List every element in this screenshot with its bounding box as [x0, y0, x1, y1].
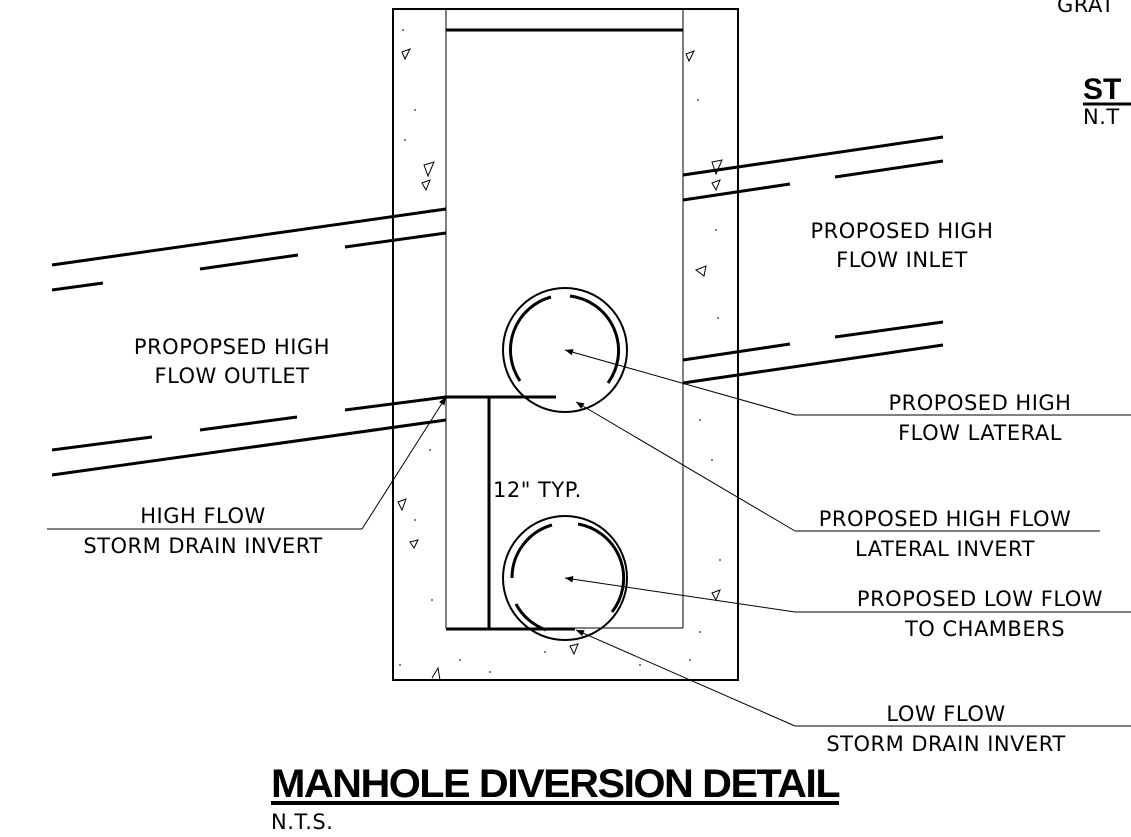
- high-flow-lower-left-pipe: [51, 395, 447, 477]
- leader-lateral-invert: [575, 401, 796, 532]
- corner-title-text: ST: [1083, 73, 1121, 106]
- lateral-invert-label-line2: LATERAL INVERT: [855, 537, 1035, 561]
- low-invert-label-line1: LOW FLOW: [886, 702, 1005, 726]
- leader-high-flow-lateral: [564, 349, 796, 416]
- low-chambers-label-line2: TO CHAMBERS: [904, 617, 1065, 641]
- high-flow-lateral-pipe: [502, 287, 628, 413]
- lateral-invert-label-line1: PROPOSED HIGH FLOW: [819, 507, 1071, 531]
- high-flow-inlet-pipe: [682, 135, 944, 202]
- manhole-outer-wall: [392, 8, 739, 681]
- outlet-label-line2: FLOW OUTLET: [154, 364, 309, 388]
- inlet-label-line1: PROPOSED HIGH: [811, 219, 994, 243]
- high-flow-right-pipe: [682, 320, 944, 385]
- concrete-speckle: [397, 29, 723, 681]
- high-invert-label-line2: STORM DRAIN INVERT: [83, 534, 322, 558]
- low-invert-label-line2: STORM DRAIN INVERT: [826, 732, 1065, 756]
- leader-low-flow-invert: [575, 629, 796, 727]
- detail-title: MANHOLE DIVERSION DETAIL: [271, 762, 840, 806]
- lateral-label-line1: PROPOSED HIGH: [889, 391, 1072, 415]
- inlet-label-line2: FLOW INLET: [836, 248, 968, 272]
- corner-top-text: GRAT: [1057, 0, 1115, 17]
- high-flow-outlet-pipe: [51, 207, 447, 292]
- leader-high-flow-invert: [361, 396, 447, 530]
- leader-low-flow-chambers: [564, 576, 796, 613]
- detail-scale: N.T.S.: [271, 810, 333, 834]
- low-chambers-label-line1: PROPOSED LOW FLOW: [857, 587, 1103, 611]
- outlet-label-line1: PROPOPSED HIGH: [134, 335, 330, 359]
- low-flow-pipe: [502, 515, 628, 641]
- high-invert-label-line1: HIGH FLOW: [140, 504, 266, 528]
- dimension-label: 12" TYP.: [493, 478, 582, 502]
- corner-scale-text: N.T: [1083, 105, 1120, 129]
- lateral-label-line2: FLOW LATERAL: [898, 421, 1062, 445]
